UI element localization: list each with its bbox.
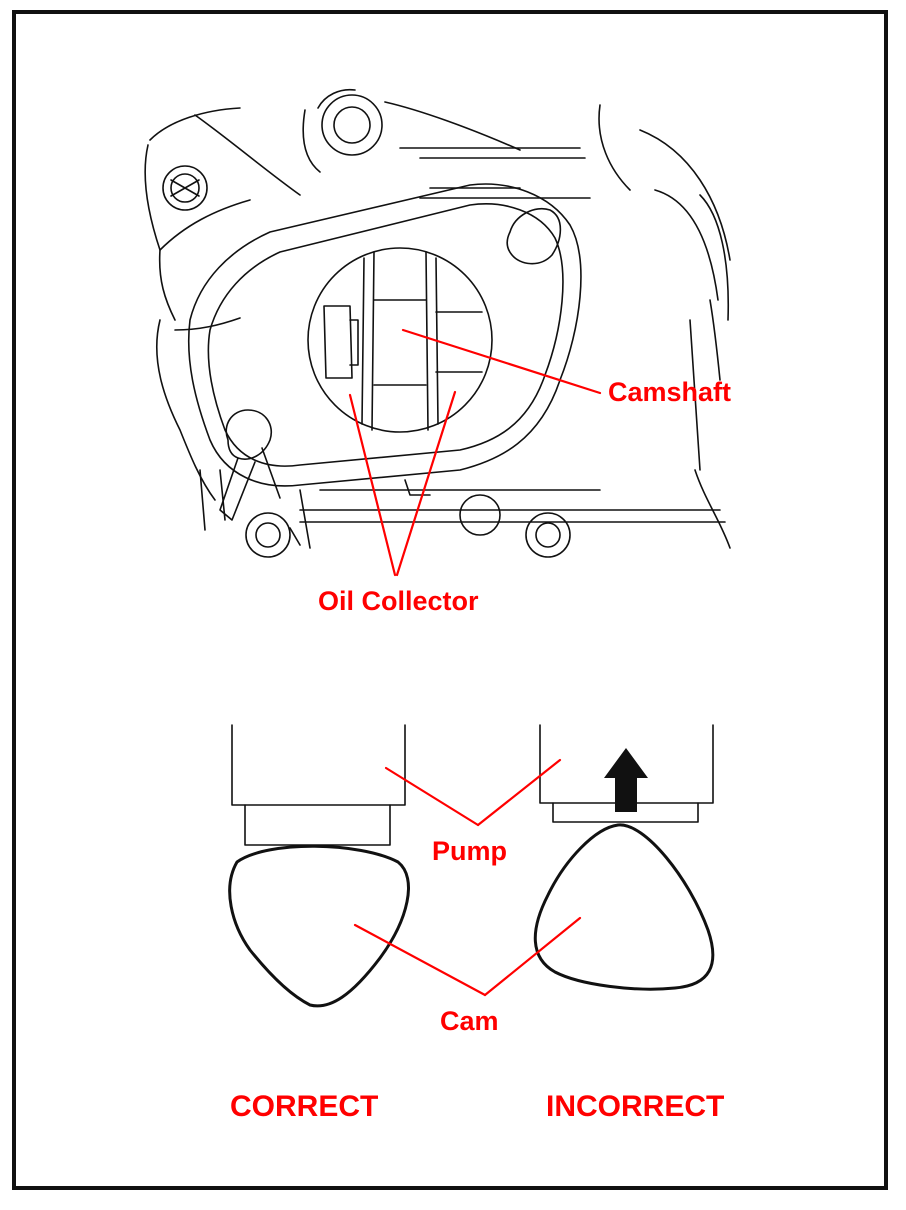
flange-hole-right [506, 208, 562, 265]
inspection-opening [307, 247, 493, 433]
arrow-up-icon [604, 748, 648, 812]
correct-assembly [228, 724, 410, 1008]
leader-oil-right [395, 390, 457, 577]
cam-label: Cam [440, 1006, 499, 1036]
camshaft-label: Camshaft [608, 377, 732, 407]
pump-plunger-right [552, 802, 699, 823]
cam-correct [228, 844, 410, 1008]
correct-caption: CORRECT [230, 1090, 379, 1123]
pump-label: Pump [432, 836, 508, 866]
flange-hole-left [219, 409, 281, 521]
leader-pump-right [476, 758, 562, 827]
cam-incorrect [533, 823, 715, 991]
leader-cam-left [353, 923, 487, 997]
engine-housing [144, 88, 731, 558]
leader-pump-left [384, 766, 480, 827]
pump-body-left [231, 724, 406, 806]
diagram-border [12, 10, 888, 1190]
leader-cam-right [483, 916, 582, 997]
leader-lines [348, 328, 602, 997]
leader-camshaft [401, 328, 602, 395]
leader-oil-left [348, 393, 397, 577]
incorrect-caption: INCORRECT [546, 1090, 725, 1123]
oil-collector-label: Oil Collector [318, 586, 479, 616]
pump-plunger-left [244, 804, 391, 846]
